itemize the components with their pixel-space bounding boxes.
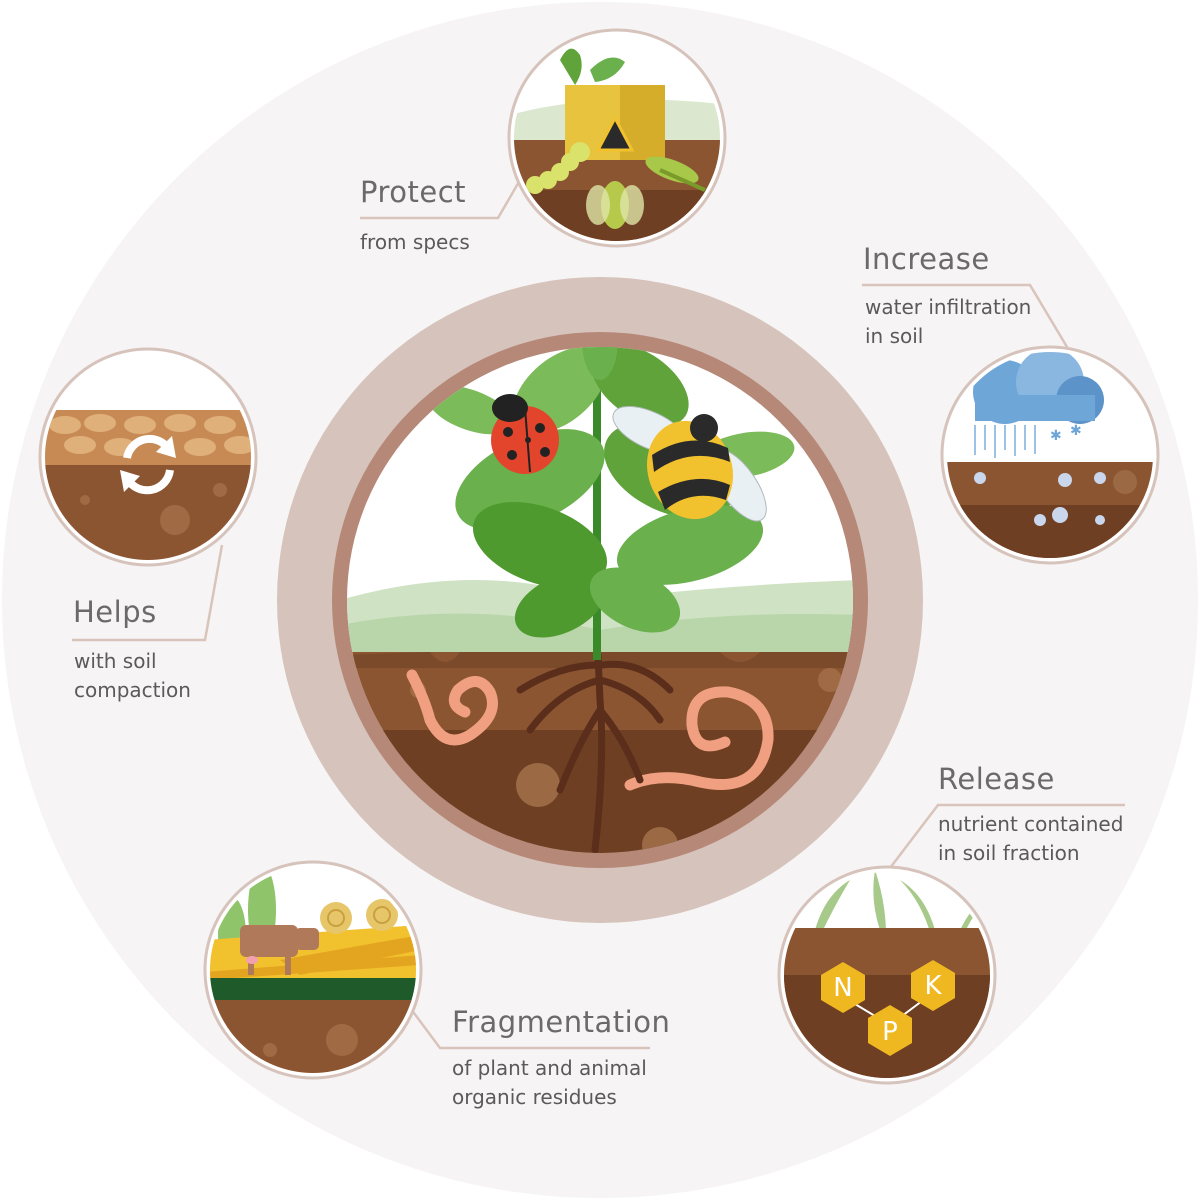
nutrient-n-label: N	[833, 973, 852, 1003]
release-illustration: N K P	[777, 865, 997, 1085]
earthworm-left	[406, 669, 498, 746]
release-label: Release	[938, 762, 1055, 796]
fragmentation-illustration	[203, 860, 423, 1080]
fragmentation-label: Fragmentation	[452, 1005, 671, 1039]
nutrient-k-hex	[911, 960, 955, 1011]
increase-subtitle-line2: in soil	[865, 324, 924, 348]
warning-sign-icon	[595, 114, 635, 152]
helps-sub: with soil compaction	[74, 647, 191, 705]
connector-helps	[72, 544, 224, 642]
earthworm-right	[624, 686, 774, 791]
increase-sub: water infiltration in soil	[865, 293, 1031, 351]
nutrient-p-hex	[868, 1005, 912, 1056]
release-sub: nutrient contained in soil fraction	[938, 810, 1123, 868]
fragmentation-subtitle-line1: of plant and animal	[452, 1056, 647, 1080]
protect-label: Protect	[360, 175, 467, 209]
release-subtitle-line2: in soil fraction	[938, 841, 1080, 865]
release-subtitle-line1: nutrient contained	[938, 812, 1124, 836]
connector-release	[889, 803, 1125, 869]
fragmentation-subtitle-line2: organic residues	[452, 1085, 617, 1109]
cow-icon	[240, 925, 319, 975]
svg-text:✱: ✱	[1050, 428, 1062, 444]
center-illustration	[277, 277, 923, 923]
protect-subtitle: from specs	[360, 230, 470, 254]
increase-subtitle-line1: water infiltration	[865, 295, 1032, 319]
rain-cloud-icon	[973, 352, 1104, 424]
helps-subtitle-line1: with soil	[74, 649, 157, 673]
helps-illustration	[38, 347, 258, 567]
protect-illustration	[507, 28, 727, 248]
release-title: Release	[938, 762, 1055, 796]
fragmentation-sub: of plant and animal organic residues	[452, 1054, 647, 1112]
plant-roots	[516, 651, 674, 853]
fragmentation-title: Fragmentation	[452, 1005, 671, 1039]
helps-label: Helps	[73, 595, 157, 629]
bumblebee	[612, 406, 767, 522]
increase-label: Increase	[863, 242, 990, 276]
hay-bale-icon	[320, 899, 398, 934]
fly-icon	[586, 181, 644, 229]
helps-title: Helps	[73, 595, 157, 629]
caterpillar-icon	[526, 142, 590, 194]
helps-subtitle-line2: compaction	[74, 678, 191, 702]
protect-sub: from specs	[360, 228, 470, 257]
plant-stem	[593, 360, 601, 660]
nutrient-k-label: K	[924, 971, 942, 1001]
ladybug	[491, 394, 559, 474]
connector-fragmentation	[406, 1004, 650, 1050]
nutrient-n-hex	[821, 962, 865, 1013]
nutrient-p-label: P	[882, 1017, 898, 1047]
connector-lines	[72, 179, 1125, 1050]
connector-protect	[360, 179, 522, 220]
protect-title: Protect	[360, 175, 467, 209]
increase-title: Increase	[863, 242, 990, 276]
connector-increase	[862, 283, 1072, 353]
grasshopper-icon	[645, 156, 706, 192]
svg-text:✱: ✱	[1070, 423, 1082, 439]
refresh-cycle-icon	[123, 434, 174, 495]
